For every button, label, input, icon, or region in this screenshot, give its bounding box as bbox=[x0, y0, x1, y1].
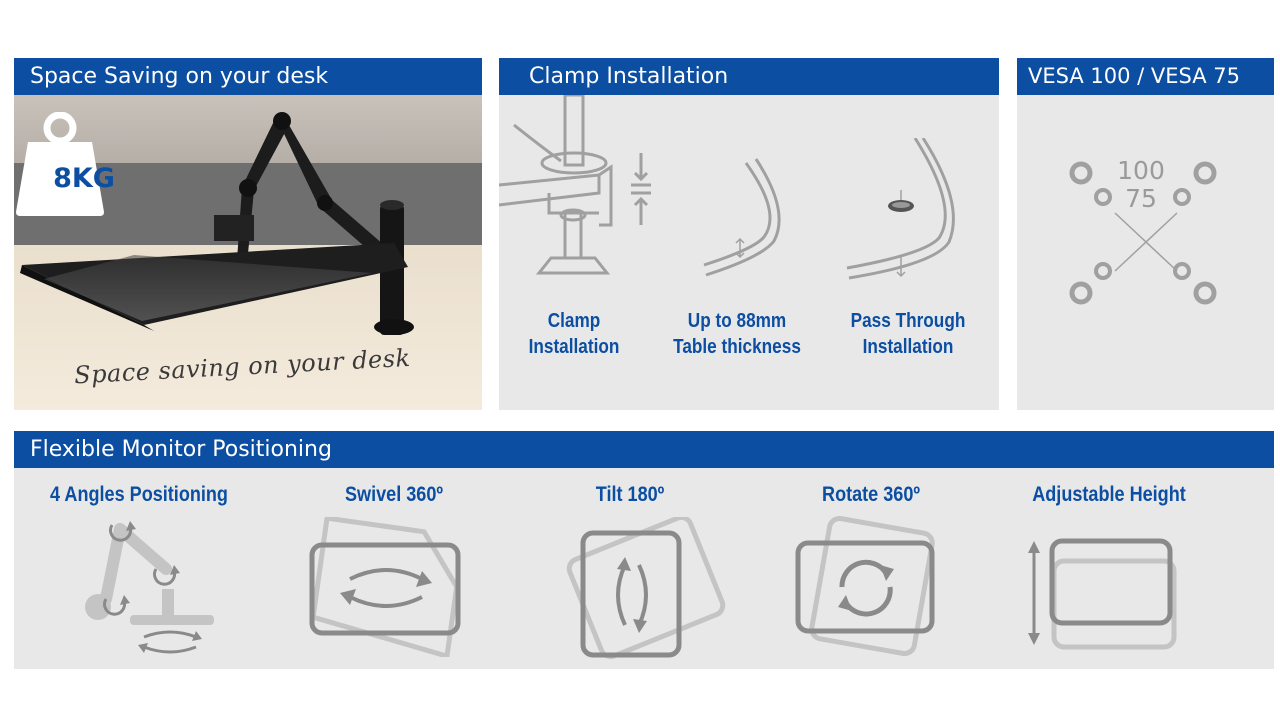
feature-label-swivel: Swivel 360º bbox=[345, 483, 443, 506]
vesa-100-label: 100 bbox=[1117, 156, 1165, 185]
vesa-header: VESA 100 / VESA 75 bbox=[1017, 58, 1274, 95]
vesa-pattern-icon bbox=[1069, 161, 1217, 305]
arm-joints-icon bbox=[85, 521, 214, 654]
clamp-installation-panel: Clamp Installation bbox=[499, 58, 999, 410]
rotate-icon bbox=[795, 515, 935, 657]
weight-icon bbox=[16, 112, 104, 216]
tilt-icon bbox=[566, 517, 726, 660]
feature-label-height: Adjustable Height bbox=[1032, 483, 1186, 506]
space-saving-panel: Space Saving on your desk bbox=[14, 58, 482, 410]
pass-through-icon bbox=[846, 138, 955, 280]
feature-label-tilt: Tilt 180º bbox=[595, 483, 665, 506]
table-thickness-label: Up to 88mm Table thickness bbox=[673, 310, 801, 358]
clamp-icon bbox=[499, 95, 651, 275]
weight-label: 8KG bbox=[53, 163, 115, 194]
space-saving-header: Space Saving on your desk bbox=[14, 58, 482, 95]
desk-photo: 8KG Space saving on your desk bbox=[14, 95, 482, 410]
monitor-arm-photo bbox=[14, 95, 482, 410]
clamp-label: Clamp Installation bbox=[528, 310, 620, 358]
feature-label-rotate: Rotate 360º bbox=[822, 483, 920, 506]
flexible-positioning-panel: Flexible Monitor Positioning 4 Angles Po… bbox=[14, 431, 1274, 669]
swivel-icon bbox=[309, 517, 461, 657]
vesa-75-label: 75 bbox=[1125, 184, 1157, 213]
pass-through-label: Pass Through Installation bbox=[850, 310, 966, 358]
flexible-positioning-header: Flexible Monitor Positioning bbox=[14, 431, 1274, 468]
feature-label-angles: 4 Angles Positioning bbox=[50, 483, 228, 506]
table-thickness-icon bbox=[703, 158, 781, 277]
vesa-panel: VESA 100 / VESA 75 100 75 bbox=[1017, 58, 1274, 410]
clamp-installation-header: Clamp Installation bbox=[499, 58, 999, 95]
height-adjust-icon bbox=[1028, 538, 1177, 650]
